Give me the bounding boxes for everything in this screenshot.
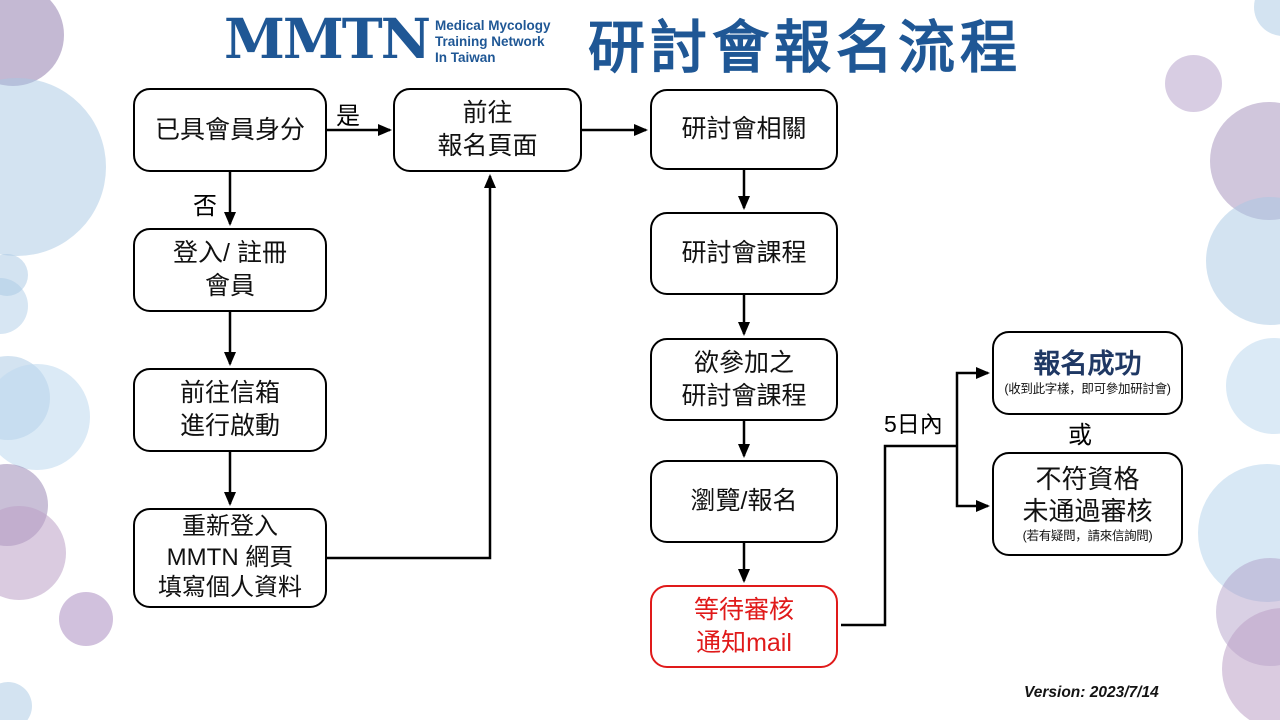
flow-node-registration-success: 報名成功 (收到此字樣，即可參加研討會) [992,331,1183,415]
flow-node-goto-registration-page: 前往 報名頁面 [393,88,582,172]
flow-node-desired-course: 欲參加之 研討會課程 [650,338,838,421]
mmtn-logo-tagline: Medical Mycology Training Network In Tai… [435,18,551,65]
flow-node-seminar-related-label: 研討會相關 [681,115,807,143]
decorative-circle [1254,0,1280,36]
flow-node-member-check-label: 已具會員身分 [154,115,305,144]
decorative-circle [0,506,66,600]
decorative-circle [1206,197,1280,325]
flow-node-registration-success-note: (收到此字樣，即可參加研討會) [1004,382,1171,397]
flow-node-not-qualified-title: 不符資格 未通過審核 [1022,463,1153,526]
flow-node-activate-mailbox: 前往信箱 進行啟動 [133,368,327,452]
decorative-circle [0,78,106,256]
flow-node-desired-course-label: 欲參加之 研討會課程 [681,348,807,410]
mmtn-logo: MMTN [224,6,431,71]
flow-node-member-check: 已具會員身分 [133,88,327,172]
flow-node-seminar-courses: 研討會課程 [650,212,838,295]
edge-label-no: 否 [193,193,217,220]
flow-node-login-register-label: 登入/ 註冊 會員 [173,239,287,300]
decorative-circle [59,592,113,646]
decorative-circle [0,682,32,720]
flow-node-relogin-fill-profile-label: 重新登入 MMTN 網頁 填寫個人資料 [158,512,302,602]
edge-label-or: 或 [1068,422,1092,449]
edge-label-within-5-days: 5日內 [884,411,943,437]
flow-node-wait-review-mail: 等待審核 通知mail [650,585,838,668]
flow-node-seminar-related: 研討會相關 [650,89,838,170]
flow-node-browse-register: 瀏覽/報名 [650,460,838,543]
edge-label-yes: 是 [336,103,360,130]
flow-node-wait-review-mail-label: 等待審核 通知mail [693,595,794,657]
decorative-circle [0,364,90,470]
flow-node-not-qualified: 不符資格 未通過審核 (若有疑問，請來信詢問) [992,452,1183,556]
flow-node-browse-register-label: 瀏覽/報名 [690,487,798,515]
page-title: 研討會報名流程 [588,16,1022,80]
flow-node-activate-mailbox-label: 前往信箱 進行啟動 [179,379,280,440]
flow-node-goto-registration-page-label: 前往 報名頁面 [437,99,538,160]
flow-node-relogin-fill-profile: 重新登入 MMTN 網頁 填寫個人資料 [133,508,327,608]
version-text: Version: 2023/7/14 [1024,684,1159,701]
flow-node-seminar-courses-label: 研討會課程 [681,239,807,267]
flow-node-not-qualified-note: (若有疑問，請來信詢問) [1022,529,1153,544]
decorative-circle [1165,55,1222,112]
flow-node-login-register: 登入/ 註冊 會員 [133,228,327,312]
decorative-circle [0,0,64,86]
flow-node-registration-success-title: 報名成功 [1033,349,1142,380]
decorative-circle [1226,338,1280,434]
